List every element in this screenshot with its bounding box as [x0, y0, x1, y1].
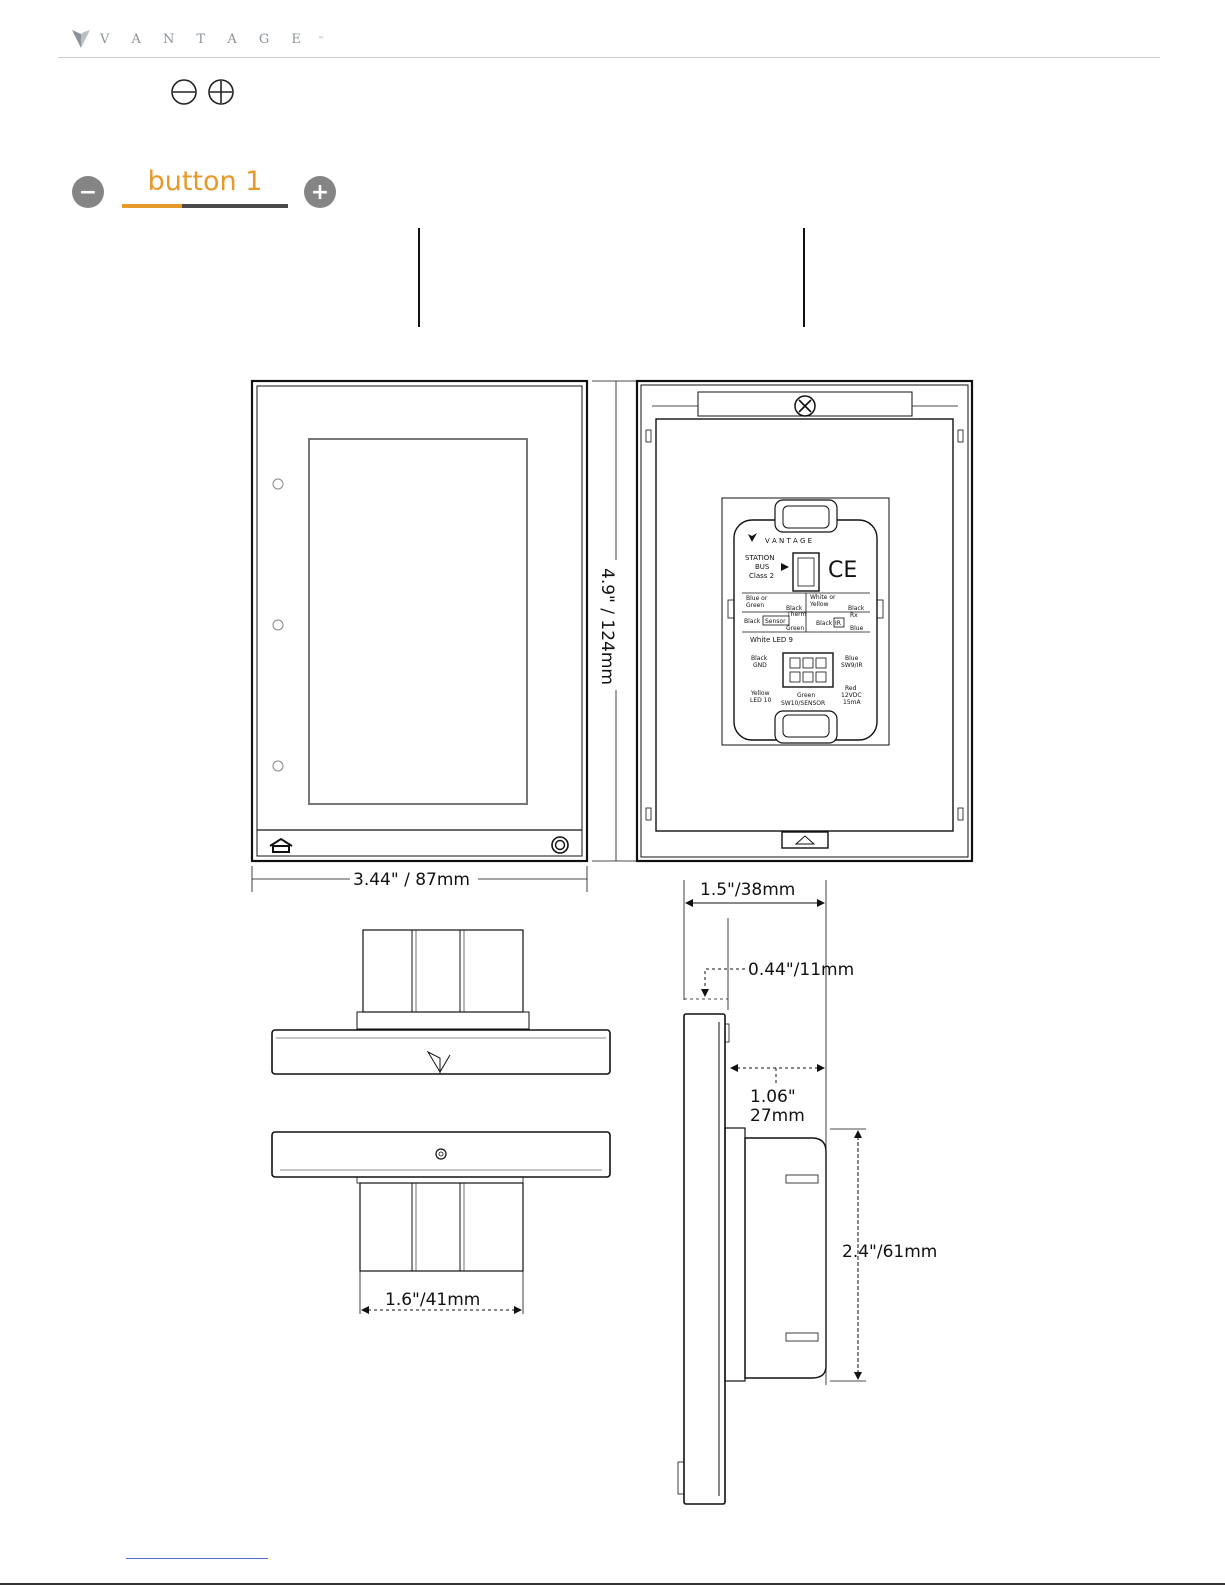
round-button-icon	[551, 836, 569, 854]
brand-tm: ™	[317, 35, 324, 43]
label-black2: Black	[848, 605, 865, 612]
label-white-or: White or	[810, 594, 836, 601]
zoom-out-icon[interactable]	[171, 79, 197, 105]
depth-back-label-1: 1.06"	[750, 1087, 796, 1107]
footer-rule	[0, 1583, 1225, 1585]
label-sw10sensor: SW10/SENSOR	[781, 700, 825, 707]
top-view	[271, 929, 611, 1075]
screw-icon	[794, 395, 816, 417]
label-brand: V A N T A G E	[765, 537, 812, 545]
brand-logo: V A N T A G E ™	[70, 28, 324, 50]
brand-name: V A N T A G E	[100, 31, 310, 47]
width-dimension: 3.44" / 87mm	[251, 866, 588, 892]
label-red: Red	[845, 685, 857, 692]
button-underline-accent	[122, 204, 182, 208]
height-dimension: 4.9" / 124mm	[592, 380, 642, 862]
label-yellow: Yellow	[809, 601, 829, 608]
label-blue2: Blue	[845, 655, 859, 662]
label-yellow2: Yellow	[750, 690, 770, 697]
label-black5: Black	[751, 655, 768, 662]
label-15ma: 15mA	[843, 699, 861, 706]
label-class: Class 2	[749, 572, 774, 580]
front-view	[250, 379, 589, 863]
label-black3: Black	[744, 618, 761, 625]
label-blue: Blue	[850, 625, 864, 632]
label-12vdc: 12VDC	[841, 692, 862, 699]
decrement-button[interactable]: −	[72, 176, 104, 208]
label-therm: Therm	[786, 611, 807, 618]
depth-front-label: 0.44"/11mm	[748, 960, 854, 980]
depth-total-label: 1.5"/38mm	[700, 880, 795, 900]
label-blue-or: Blue or	[746, 595, 768, 602]
label-black4: Black	[816, 620, 833, 627]
bottom-width-label: 1.6"/41mm	[385, 1290, 480, 1310]
label-black: Black	[786, 605, 803, 612]
label-station: STATION	[745, 554, 775, 562]
label-ir: IR	[835, 620, 841, 627]
label-green3: Green	[797, 692, 815, 699]
label-sensor: Sensor	[765, 618, 786, 625]
depth-back-label-2: 27mm	[750, 1106, 805, 1126]
label-led10: LED 10	[750, 697, 771, 704]
back-view: V A N T A G E STATION BUS Class 2 CE Blu…	[635, 379, 974, 863]
button-label: button 1	[147, 166, 263, 197]
height-label: 4.9" / 124mm	[597, 568, 617, 685]
width-label: 3.44" / 87mm	[353, 870, 470, 890]
zoom-in-icon[interactable]	[208, 79, 234, 105]
label-white-led9: White LED 9	[750, 636, 793, 644]
increment-button[interactable]: +	[304, 176, 336, 208]
label-sw9ir: SW9/IR	[841, 662, 863, 669]
vantage-logo-icon	[72, 30, 90, 48]
footer-link-underline[interactable]	[126, 1558, 268, 1559]
bottom-view	[271, 1131, 611, 1272]
button-underline-dark	[182, 204, 288, 208]
header-rule	[58, 57, 1160, 58]
label-rx: Rx	[850, 612, 858, 619]
label-bus: BUS	[755, 563, 770, 571]
home-icon	[269, 837, 293, 853]
ce-mark: CE	[828, 558, 857, 583]
side-dimensions: 1.5"/38mm 0.44"/11mm 1.06" 27mm 2.4"/61m…	[683, 880, 937, 1385]
bottom-width-dimension: 1.6"/41mm	[359, 1271, 524, 1314]
label-green: Green	[746, 602, 764, 609]
zoom-controls	[171, 79, 234, 105]
label-gnd: GND	[753, 662, 767, 669]
back-height-label: 2.4"/61mm	[842, 1242, 937, 1262]
label-green2: Green	[786, 625, 804, 632]
